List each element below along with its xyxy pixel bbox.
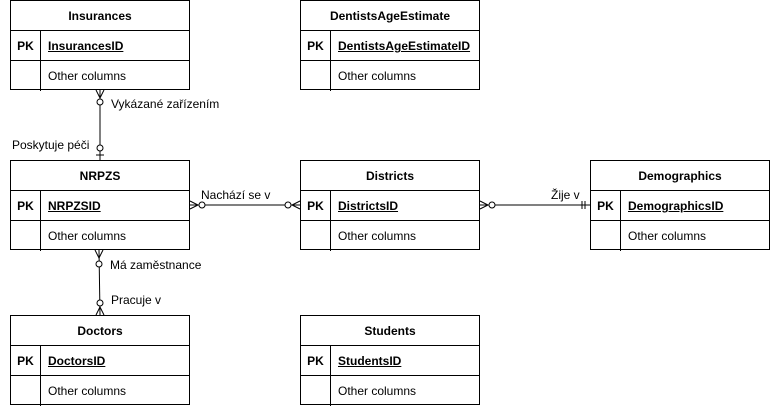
other-columns-row: Other columns xyxy=(11,221,189,251)
other-columns-row: Other columns xyxy=(591,221,769,251)
entity-students[interactable]: Students PK StudentsID Other columns xyxy=(300,315,480,406)
relationship-nrpzs-districts xyxy=(189,200,301,210)
entity-title: Students xyxy=(301,316,479,346)
relationship-nrpzs-doctors xyxy=(94,249,105,316)
entity-dentists-age-estimate[interactable]: DentistsAgeEstimate PK DentistsAgeEstima… xyxy=(300,0,480,91)
pk-field: DemographicsID xyxy=(628,199,724,213)
pk-field: DistrictsID xyxy=(338,199,399,213)
entity-doctors[interactable]: Doctors PK DoctorsID Other columns xyxy=(10,315,190,406)
primary-key-row: PK DemographicsID xyxy=(591,191,769,221)
pk-label: PK xyxy=(301,346,331,375)
pk-label: PK xyxy=(301,31,331,60)
entity-title: NRPZS xyxy=(11,161,189,191)
relationship-districts-demographics xyxy=(479,200,590,210)
pk-label: PK xyxy=(11,346,41,375)
primary-key-row: PK NRPZSID xyxy=(11,191,189,221)
relationship-label-zije-v: Žije v xyxy=(551,188,580,202)
pk-label: PK xyxy=(11,191,41,220)
pk-label: PK xyxy=(591,191,621,220)
relationship-label-vykazane-zarizenim: Vykázané zařízením xyxy=(111,97,220,111)
other-columns-label: Other columns xyxy=(338,69,417,83)
other-columns-label: Other columns xyxy=(338,229,417,243)
pk-field: InsurancesID xyxy=(48,39,124,53)
relationship-label-poskytuje-peci: Poskytuje péči xyxy=(12,138,90,152)
pk-field: DentistsAgeEstimateID xyxy=(338,39,471,53)
pk-field: StudentsID xyxy=(338,354,402,368)
other-columns-row: Other columns xyxy=(301,221,479,251)
other-columns-row: Other columns xyxy=(11,61,189,91)
primary-key-row: PK DoctorsID xyxy=(11,346,189,376)
relationship-insurances-nrpzs xyxy=(95,89,105,160)
entity-title: DentistsAgeEstimate xyxy=(301,1,479,31)
other-columns-label: Other columns xyxy=(628,229,707,243)
pk-label: PK xyxy=(301,191,331,220)
entity-districts[interactable]: Districts PK DistrictsID Other columns xyxy=(300,160,480,251)
primary-key-row: PK StudentsID xyxy=(301,346,479,376)
entity-title: Doctors xyxy=(11,316,189,346)
other-columns-row: Other columns xyxy=(301,61,479,91)
other-columns-label: Other columns xyxy=(48,229,127,243)
entity-title: Districts xyxy=(301,161,479,191)
primary-key-row: PK DistrictsID xyxy=(301,191,479,221)
relationship-label-pracuje-v: Pracuje v xyxy=(111,293,162,307)
other-columns-row: Other columns xyxy=(301,376,479,406)
entity-title: Insurances xyxy=(11,1,189,31)
entity-title: Demographics xyxy=(591,161,769,191)
relationship-label-ma-zamestnance: Má zaměstnance xyxy=(110,258,202,272)
entity-nrpzs[interactable]: NRPZS PK NRPZSID Other columns xyxy=(10,160,190,251)
pk-field: NRPZSID xyxy=(48,199,101,213)
pk-label: PK xyxy=(11,31,41,60)
primary-key-row: PK InsurancesID xyxy=(11,31,189,61)
primary-key-row: PK DentistsAgeEstimateID xyxy=(301,31,479,61)
other-columns-label: Other columns xyxy=(338,384,417,398)
other-columns-label: Other columns xyxy=(48,69,127,83)
entity-insurances[interactable]: Insurances PK InsurancesID Other columns xyxy=(10,0,190,91)
relationship-label-nachazi-se-v: Nachází se v xyxy=(201,188,271,202)
other-columns-label: Other columns xyxy=(48,384,127,398)
entity-demographics[interactable]: Demographics PK DemographicsID Other col… xyxy=(590,160,770,251)
other-columns-row: Other columns xyxy=(11,376,189,406)
pk-field: DoctorsID xyxy=(48,354,106,368)
